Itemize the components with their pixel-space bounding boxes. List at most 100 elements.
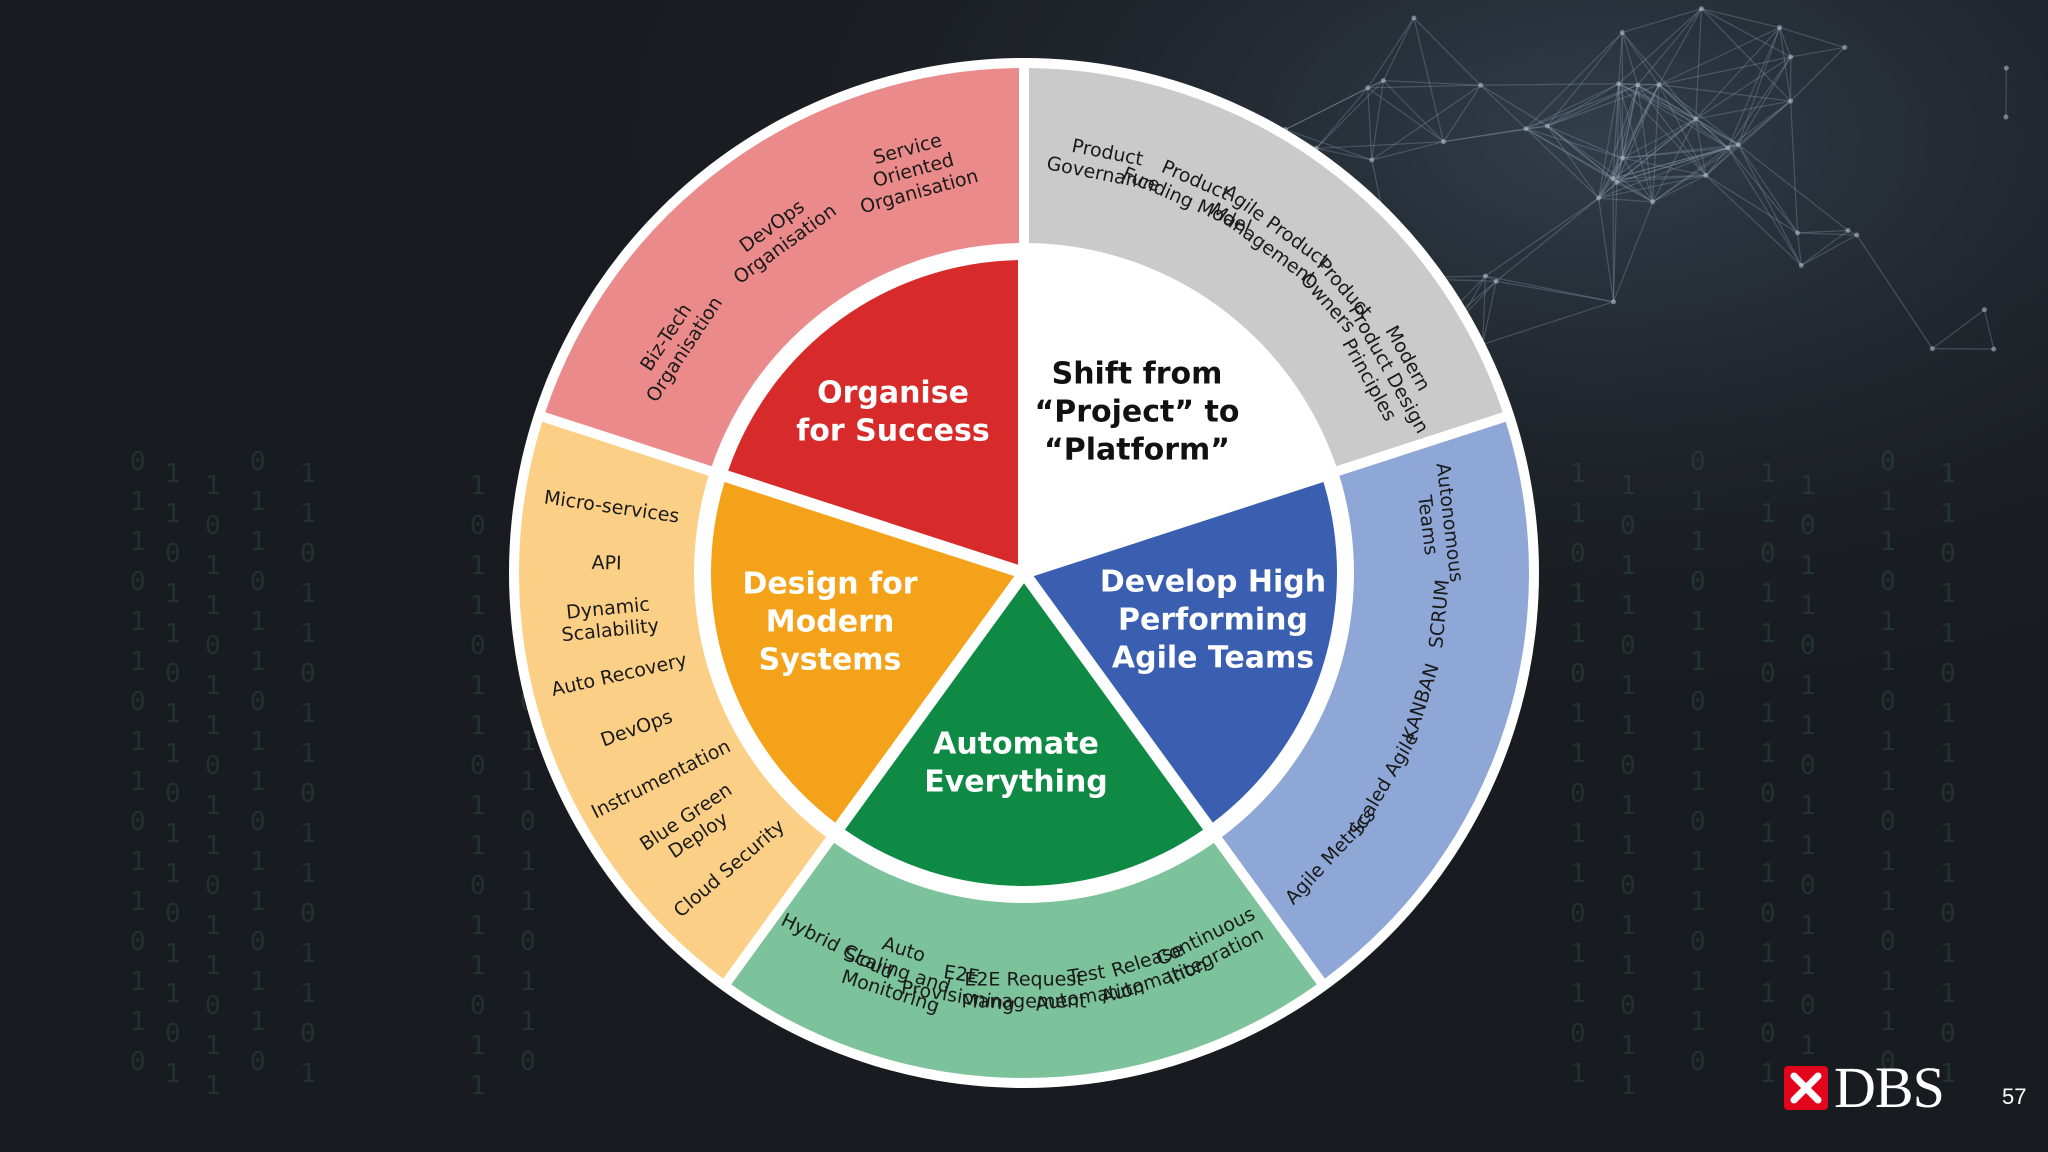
network-node [1698, 6, 1704, 12]
brand-name: DBS [1834, 1055, 1945, 1120]
binary-digit: 1 [250, 607, 266, 637]
center-label-design-line: Design for [742, 567, 917, 602]
binary-digit: 0 [1570, 539, 1586, 569]
binary-digit: 1 [300, 619, 316, 649]
binary-digit: 1 [1940, 739, 1956, 769]
network-line [1371, 141, 1444, 161]
binary-digit: 1 [1570, 1059, 1586, 1089]
network-line [1652, 144, 1739, 203]
binary-digit: 1 [1800, 911, 1816, 941]
network-line [1598, 178, 1614, 199]
outer-item-design: API [591, 552, 622, 575]
center-label-design-line: Modern [766, 605, 894, 640]
binary-digit: 1 [1800, 1031, 1816, 1061]
network-line [1658, 27, 1780, 86]
binary-digit: 1 [1620, 1031, 1636, 1061]
binary-digit: 0 [205, 511, 221, 541]
binary-digit: 0 [300, 899, 316, 929]
network-line [1525, 125, 1548, 130]
network-line [1367, 87, 1444, 143]
network-line [1652, 174, 1707, 203]
binary-digit: 0 [205, 631, 221, 661]
network-line [1482, 281, 1497, 345]
binary-digit: 1 [250, 767, 266, 797]
binary-digit: 1 [1620, 551, 1636, 581]
binary-digit: 1 [520, 727, 536, 757]
network-line [1598, 118, 1697, 199]
network-line [1382, 17, 1415, 81]
binary-digit: 0 [130, 1047, 146, 1077]
network-line [1621, 32, 1660, 85]
network-line [1658, 84, 1697, 120]
binary-digit: 1 [520, 1007, 536, 1037]
brand-logo: DBS [1782, 1055, 1945, 1120]
binary-digit: 1 [470, 831, 486, 861]
binary-digit: 0 [1760, 1019, 1776, 1049]
network-line [1618, 83, 1638, 86]
binary-digit: 1 [165, 1059, 181, 1089]
network-line [1598, 198, 1615, 302]
binary-digit: 1 [205, 831, 221, 861]
network-node [1788, 98, 1794, 104]
binary-digit: 0 [1800, 511, 1816, 541]
binary-digit: 1 [520, 767, 536, 797]
network-line [1547, 125, 1623, 159]
network-line [1856, 234, 1933, 349]
binary-digit: 1 [130, 847, 146, 877]
network-node [1411, 15, 1417, 21]
binary-digit: 0 [1690, 1047, 1706, 1077]
binary-digit: 1 [205, 1071, 221, 1101]
network-line [1546, 125, 1600, 199]
binary-digit: 1 [300, 859, 316, 889]
binary-digit: 0 [165, 1019, 181, 1049]
binary-digit: 1 [1760, 499, 1776, 529]
binary-digit: 1 [1760, 979, 1776, 1009]
network-node [1441, 139, 1447, 145]
binary-digit: 1 [205, 551, 221, 581]
binary-digit: 1 [1800, 551, 1816, 581]
binary-digit: 0 [1880, 687, 1896, 717]
binary-digit: 1 [1620, 471, 1636, 501]
network-line [1695, 8, 1703, 119]
binary-digit: 1 [1880, 767, 1896, 797]
network-node [1798, 262, 1804, 268]
network-line [1797, 229, 1849, 234]
network-node [1929, 346, 1935, 352]
outer-item-automate-line: E2E Request [964, 969, 1083, 991]
network-line [1525, 128, 1623, 159]
network-line [1779, 27, 1792, 102]
binary-digit: 1 [470, 591, 486, 621]
network-line [1285, 87, 1369, 131]
network-line [1383, 79, 1481, 86]
binary-digit: 1 [165, 939, 181, 969]
network-line [1443, 84, 1482, 143]
network-line [1705, 100, 1792, 176]
network-line [1546, 32, 1623, 127]
binary-digit: 1 [1690, 847, 1706, 877]
outer-ring [519, 68, 1529, 1078]
binary-digit: 0 [1620, 511, 1636, 541]
network-line [1546, 83, 1620, 127]
network-node [1735, 142, 1741, 148]
network-line [1932, 348, 1994, 350]
network-line [1622, 84, 1660, 159]
center-segment-organise [728, 260, 1019, 565]
network-line [1598, 147, 1729, 199]
network-line [1315, 87, 1369, 149]
network-line [1658, 84, 1707, 176]
binary-digit: 1 [1620, 671, 1636, 701]
binary-digit: 0 [1620, 631, 1636, 661]
network-line [1658, 8, 1702, 85]
binary-digit: 0 [130, 687, 146, 717]
network-node [1616, 81, 1622, 87]
binary-code-decoration: 0110110110110110110110110110110110110110… [130, 447, 1956, 1101]
network-line [1695, 100, 1791, 120]
binary-digit: 1 [130, 727, 146, 757]
binary-digit: 1 [300, 579, 316, 609]
binary-digit: 1 [520, 967, 536, 997]
network-line [1618, 83, 1729, 149]
network-line [1727, 147, 1802, 266]
binary-digit: 0 [520, 1047, 536, 1077]
network-line [1546, 125, 1618, 183]
